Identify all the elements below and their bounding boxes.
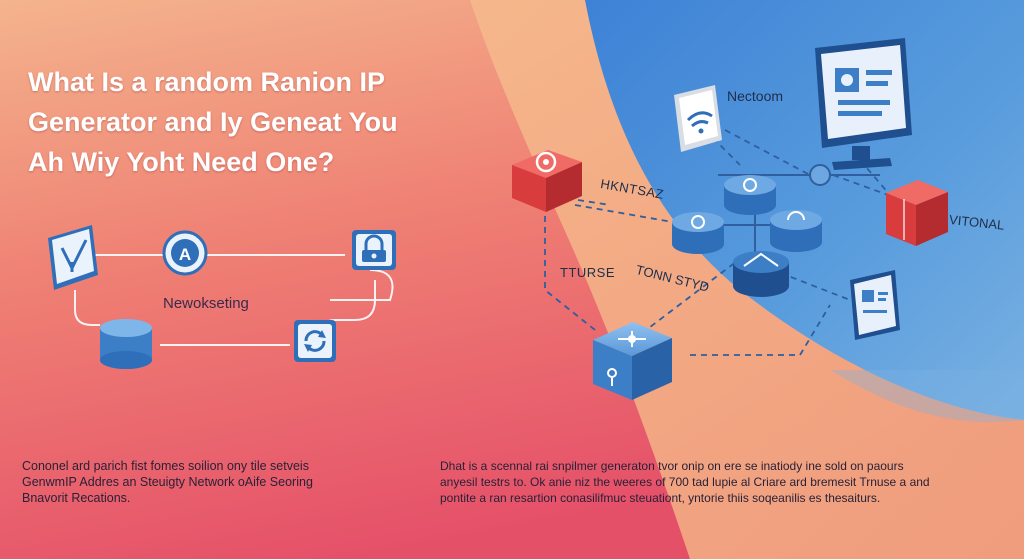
red-cube-icon <box>886 180 948 246</box>
left-paragraph: Cononel ard parich fist fomes soilion on… <box>22 458 313 506</box>
title-line-1: What Is a random Ranion IP <box>28 67 386 97</box>
label-tturse: TTURSE <box>560 265 615 280</box>
blue-cube-icon <box>593 322 672 400</box>
tablet-icon <box>850 270 900 340</box>
right-dashed-connectors <box>544 129 891 356</box>
power-badge-icon: A <box>162 230 208 276</box>
title-line-3: Ah Wiy Yoht Need One? <box>28 147 335 177</box>
left-connector-lines <box>74 254 394 346</box>
network-node-icon <box>770 210 822 252</box>
svg-text:A: A <box>179 245 191 264</box>
right-paragraph-line-3: pontite a ran resartion conasilifmuc ste… <box>440 491 881 505</box>
red-cube-icon <box>512 150 582 212</box>
left-paragraph-line-3: Bnavorit Recations. <box>22 491 131 505</box>
network-node-icon <box>733 251 789 297</box>
right-solid-connectors <box>718 164 880 255</box>
network-node-icon <box>672 212 724 254</box>
left-paragraph-line-2: GenwmIP Addres an Steuigty Network oAife… <box>22 475 313 489</box>
right-paragraph-line-2: anyesil testrs to. Ok anie niz the weere… <box>440 475 930 489</box>
lock-icon <box>352 230 396 270</box>
left-paragraph-line-1: Cononel ard parich fist fomes soilion on… <box>22 459 309 473</box>
right-paragraph: Dhat is a scennal rai snpilmer generaton… <box>440 458 930 506</box>
wifi-icon <box>674 85 722 152</box>
label-nectoom: Nectoom <box>727 88 784 104</box>
left-diagram-label: Newokseting <box>163 295 249 312</box>
database-icon <box>100 319 152 369</box>
network-node-icon <box>724 175 776 215</box>
title-line-2: Generator and Iy Geneat You <box>28 107 398 137</box>
right-paragraph-line-1: Dhat is a scennal rai snpilmer generaton… <box>440 459 904 473</box>
chart-monitor-icon <box>48 225 98 290</box>
sync-icon <box>294 320 336 362</box>
monitor-icon <box>815 38 912 170</box>
page-title: What Is a random Ranion IP Generator and… <box>28 62 488 182</box>
